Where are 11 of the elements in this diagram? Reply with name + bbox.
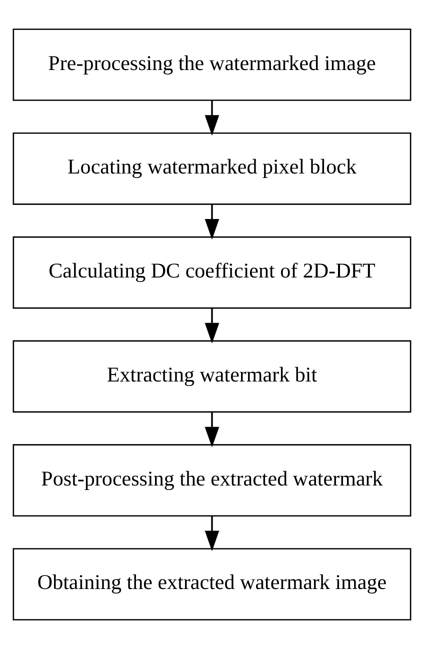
arrow [204, 100, 220, 136]
node-box: Pre-processing the watermarked image [12, 28, 412, 100]
node-box: Extracting watermark bit [12, 340, 412, 412]
node-box: Obtaining the extracted watermark image [12, 548, 412, 620]
arrow [204, 515, 220, 551]
node-box: Post-processing the extracted watermark [12, 444, 412, 516]
arrow [204, 204, 220, 240]
arrow [204, 308, 220, 343]
arrow [204, 412, 220, 447]
node-box: Calculating DC coefficient of 2D-DFT [12, 236, 412, 308]
node-box: Locating watermarked pixel block [12, 132, 412, 204]
